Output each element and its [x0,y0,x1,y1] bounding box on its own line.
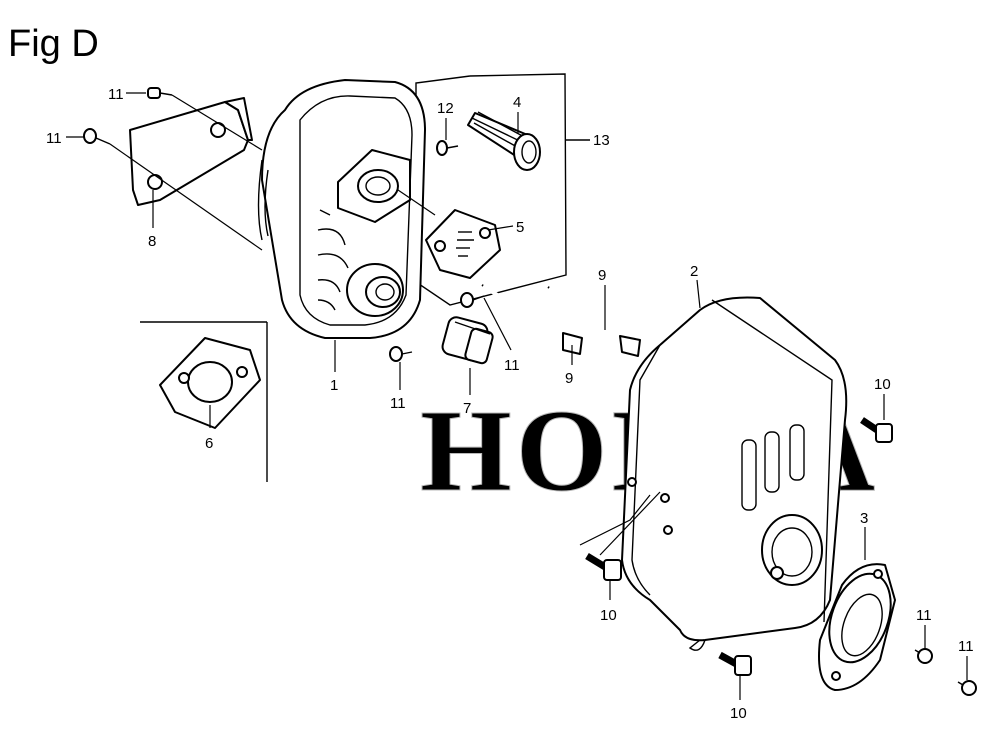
callout-12: 12 [437,100,454,117]
cover-part-2 [621,296,848,651]
callout-9-b: 9 [565,370,573,387]
screw-part-11-d [460,292,485,308]
screw-part-12 [436,140,459,156]
callout-11-d: 11 [390,395,406,412]
callout-7: 7 [463,400,471,417]
callout-10-c: 10 [730,705,747,722]
kit-bracket [415,73,590,306]
callout-11-a: 11 [108,86,124,103]
bracket-part-8 [129,97,253,206]
callout-10-b: 10 [600,607,617,624]
callout-3: 3 [860,510,868,527]
screw-part-11-b [83,128,111,145]
deflector-part-3 [818,563,896,691]
screw-part-11-e [914,648,933,664]
callout-1: 1 [330,377,338,394]
screw-part-11-c [389,346,413,362]
callout-labels: 11 11 8 1 6 12 4 13 5 9 9 11 11 7 2 10 3… [46,86,974,722]
bolt-part-10-a [860,417,893,443]
callout-5: 5 [516,219,524,236]
nut-part-7 [441,316,494,365]
callout-6: 6 [205,435,213,452]
callout-2: 2 [690,263,698,280]
gasket-part-6 [159,337,261,429]
protector-part-5 [425,209,501,279]
figure-title: Fig D [8,23,99,65]
muffler-part-1 [257,79,426,339]
spark-arrester-part-4 [467,111,541,171]
callout-10-a: 10 [874,376,891,393]
callout-8: 8 [148,233,156,250]
callout-11-b: 11 [46,130,62,147]
bolt-part-9-lower [481,284,583,355]
bolt-part-10-c [718,651,752,676]
leader-lines [66,92,968,700]
gasket-panel-frame [140,321,268,482]
callout-13: 13 [593,132,610,149]
callout-4: 4 [513,94,521,111]
bolt-part-9-upper [547,286,641,357]
callout-9-a: 9 [598,267,606,284]
callout-11-f: 11 [958,638,974,655]
callout-11-c: 11 [504,357,520,374]
bolt-part-10-b [585,553,622,581]
screw-part-11-a [147,87,173,99]
screw-part-11-f [957,680,977,696]
callout-11-e: 11 [916,607,932,624]
